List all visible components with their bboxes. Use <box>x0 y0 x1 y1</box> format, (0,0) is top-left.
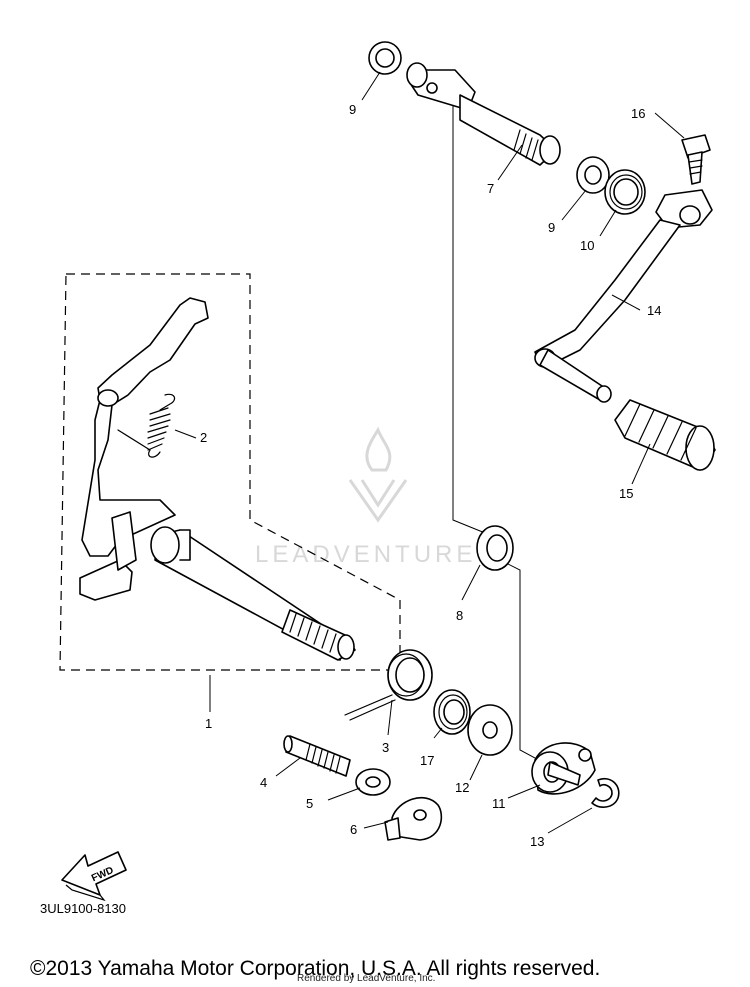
watermark-logo-icon: LEADVENTURE <box>255 426 476 568</box>
leader-line-17 <box>433 727 443 739</box>
callout-4: 4 <box>260 775 267 790</box>
part-9-washer-upper <box>368 41 402 75</box>
leader-line-4 <box>275 757 301 777</box>
part-17-oil-seal <box>433 689 471 735</box>
callout-8: 8 <box>456 608 463 623</box>
part-5-nut <box>355 768 391 796</box>
part-6-lock-plate <box>384 796 443 841</box>
leader-line-10 <box>599 209 617 237</box>
leader-line-6 <box>363 821 389 829</box>
callout-1: 1 <box>205 716 212 731</box>
leader-line-11 <box>507 784 541 799</box>
callout-7: 7 <box>487 181 494 196</box>
leader-line-9-upper <box>361 71 381 101</box>
leader-line-16 <box>654 112 685 139</box>
leader-line-7 <box>497 144 523 181</box>
leader-line-15 <box>631 443 651 485</box>
leader-line-13 <box>547 807 593 834</box>
rendered-by-credit: Rendered by LeadVenture, Inc. <box>297 973 435 984</box>
part-4-stud-bolt <box>283 735 351 777</box>
leader-line-9-lower <box>561 189 587 221</box>
diagram-code: 3UL9100-8130 <box>40 901 126 916</box>
part-8-collar <box>476 525 514 571</box>
part-10-oil-seal <box>604 169 646 215</box>
leader-line-2 <box>174 429 197 439</box>
callout-11: 11 <box>492 796 506 811</box>
part-1-shift-shaft <box>79 297 356 661</box>
leader-line-12 <box>469 754 483 781</box>
part-14-shift-pedal <box>534 189 713 403</box>
part-11-lever-joint <box>531 742 596 795</box>
leader-line-14 <box>611 294 641 311</box>
watermark-text: LEADVENTURE <box>255 541 476 568</box>
part-9-washer-lower <box>576 156 610 194</box>
callout-2: 2 <box>200 430 207 445</box>
fwd-arrow-icon: FWD <box>61 851 127 902</box>
leader-line-5 <box>327 787 361 801</box>
alignment-line-shaft <box>452 100 491 536</box>
alignment-line-collar <box>499 559 549 766</box>
part-2-spring <box>117 393 176 458</box>
part-16-bolt <box>681 134 711 185</box>
leader-line-3 <box>387 699 393 736</box>
callout-10: 10 <box>580 238 594 253</box>
callout-16: 16 <box>631 106 645 121</box>
callout-13: 13 <box>530 834 544 849</box>
callout-14: 14 <box>647 303 661 318</box>
leader-line-8 <box>461 564 481 601</box>
assembly-outline-part-1 <box>59 273 401 671</box>
callout-5: 5 <box>306 796 313 811</box>
part-7-shift-shaft-upper <box>406 62 561 166</box>
callout-12: 12 <box>455 780 469 795</box>
callout-6: 6 <box>350 822 357 837</box>
part-15-pedal-rubber <box>614 399 716 471</box>
callout-3: 3 <box>382 740 389 755</box>
callout-15: 15 <box>619 486 633 501</box>
callout-17: 17 <box>420 753 434 768</box>
callout-9-lower: 9 <box>548 220 555 235</box>
callout-9-upper: 9 <box>349 102 356 117</box>
copyright-notice: ©2013 Yamaha Motor Corporation, U.S.A. A… <box>30 957 600 980</box>
part-12-washer <box>467 704 513 756</box>
part-3-torsion-spring <box>344 649 433 721</box>
part-13-circlip <box>591 778 620 808</box>
